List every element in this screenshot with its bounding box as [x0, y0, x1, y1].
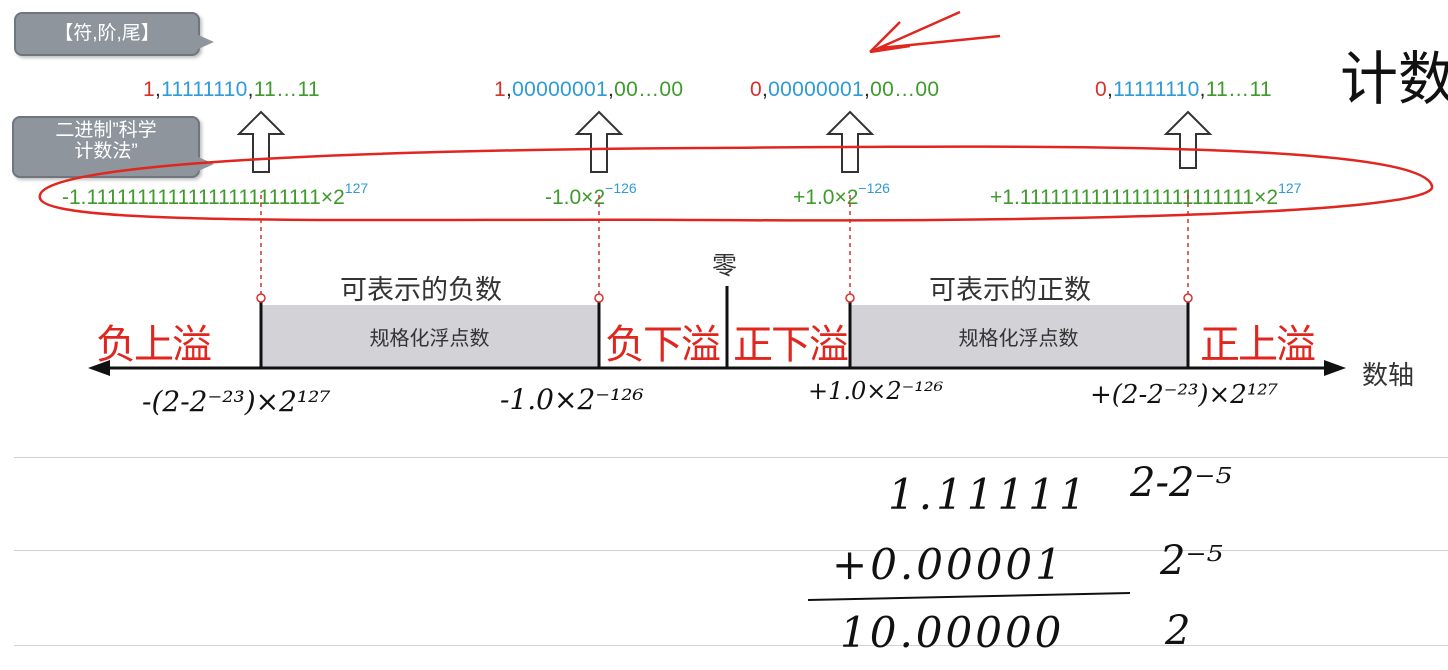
calc-right-2: 2⁻⁵ — [1160, 538, 1223, 584]
format-callout-text: 【符,阶,尾】 — [54, 23, 160, 44]
sci-value-4: +1.11111111111111111111111×2127 — [990, 180, 1302, 209]
normalized-positive-range: 规格化浮点数 — [850, 305, 1187, 368]
boundary-marker — [256, 293, 266, 303]
handwritten-value-4: +(2-2⁻²³)×2¹²⁷ — [1090, 380, 1279, 410]
boundary-marker — [594, 293, 604, 303]
calc-line-1: 1.11111 — [888, 470, 1090, 519]
up-arrow-icon — [825, 110, 875, 173]
callout-line-2: 计数法” — [74, 141, 138, 162]
handwritten-value-1: -(2-2⁻²³)×2¹²⁷ — [142, 385, 331, 418]
handwritten-value-2: -1.0×2⁻¹²⁶ — [500, 383, 644, 416]
pos-underflow-label: 正下溢 — [733, 322, 849, 368]
zero-label: 零 — [712, 252, 738, 280]
sci-value-2: -1.0×2−126 — [545, 180, 637, 209]
red-circle-annotation — [38, 145, 1434, 222]
handwritten-value-3: +1.0×2⁻¹²⁶ — [808, 377, 944, 405]
calculation-divider — [807, 592, 1131, 601]
boundary-marker — [845, 293, 855, 303]
positive-range-label: 可表示的正数 — [929, 275, 1091, 305]
up-arrow-icon — [236, 110, 286, 173]
normalized-negative-range: 规格化浮点数 — [261, 305, 598, 368]
calc-line-2: +0.00001 — [832, 540, 1065, 589]
calc-right-3: 2 — [1165, 608, 1191, 654]
notebook-rule — [14, 457, 1448, 458]
bit-pattern-4: 0,11111110,11…11 — [1095, 78, 1272, 101]
negative-range-label: 可表示的负数 — [340, 275, 502, 305]
callout-line-1: 二进制”科学 — [55, 120, 157, 141]
pos-overflow-label: 正上溢 — [1200, 322, 1316, 368]
handwritten-top-right: 计数 — [1340, 45, 1448, 113]
calc-right-1: 2-2⁻⁵ — [1130, 460, 1232, 506]
notebook-rule — [14, 645, 1448, 646]
calc-line-3: 10.00000 — [840, 608, 1065, 657]
scientific-notation-callout: 二进制”科学 计数法” — [12, 116, 214, 178]
bit-pattern-1: 1,11111110,11…11 — [143, 78, 320, 101]
range-box-text: 规格化浮点数 — [369, 328, 490, 350]
format-callout: 【符,阶,尾】 — [14, 12, 214, 56]
neg-overflow-label: 负上溢 — [96, 322, 212, 368]
axis-label: 数轴 — [1362, 360, 1415, 390]
sci-value-1: -1.11111111111111111111111×2127 — [62, 180, 369, 209]
axis-arrow-left — [88, 360, 110, 376]
notebook-rule — [14, 550, 1448, 551]
up-arrow-icon — [1163, 110, 1213, 169]
bit-pattern-3: 0,00000001,00…00 — [750, 78, 940, 101]
boundary-marker — [1183, 293, 1193, 303]
axis-arrow-right — [1324, 360, 1346, 376]
sci-value-3: +1.0×2−126 — [793, 180, 890, 209]
up-arrow-icon — [574, 110, 624, 173]
range-box-text: 规格化浮点数 — [958, 328, 1079, 350]
red-arrow-annotation — [869, 10, 1001, 54]
bit-pattern-2: 1,00000001,00…00 — [494, 78, 684, 101]
neg-underflow-label: 负下溢 — [605, 322, 721, 368]
